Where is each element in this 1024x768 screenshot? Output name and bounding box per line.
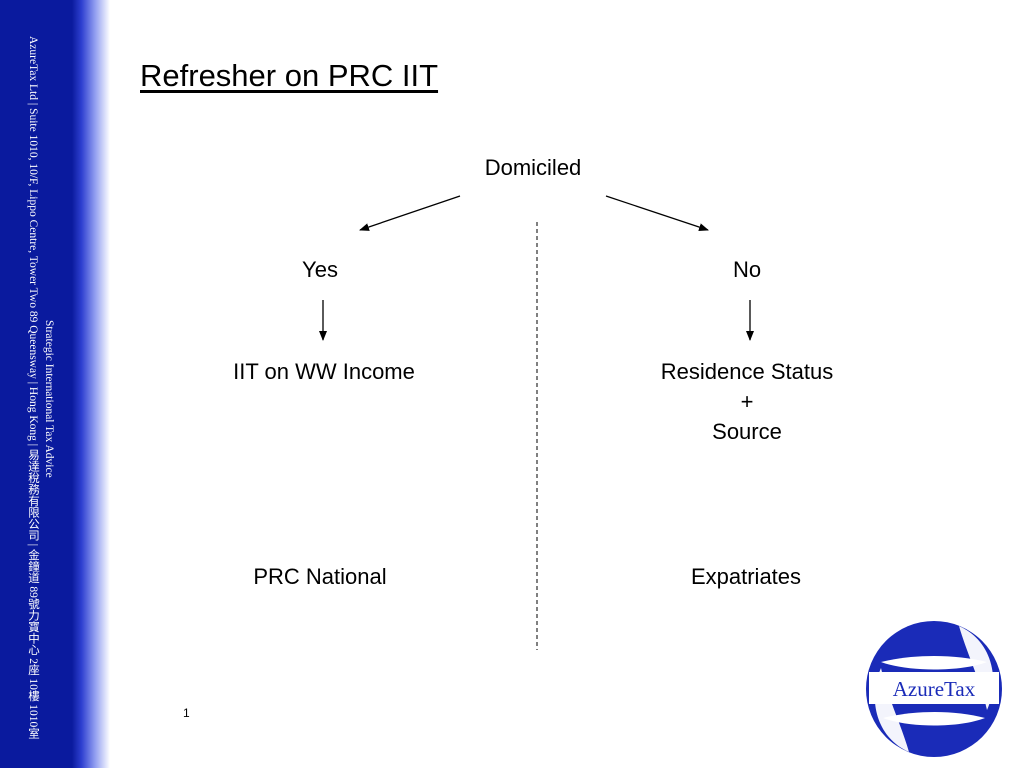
azuretax-logo: AzureTax <box>866 621 1002 757</box>
node-domiciled: Domiciled <box>484 155 582 180</box>
node-iit-ww-income: IIT on WW Income <box>233 359 415 384</box>
plus-sign-text: + <box>740 389 754 414</box>
sidebar-band: AzureTax Ltd | Suite 1010, 10/F, Lippo C… <box>0 0 72 768</box>
page-number: 1 <box>183 706 190 720</box>
residence-status-text: Residence Status <box>660 359 834 384</box>
node-yes: Yes <box>302 257 338 282</box>
label-prc-national: PRC National <box>253 564 387 589</box>
slide-title: Refresher on PRC IIT <box>140 58 439 93</box>
logo-text: AzureTax <box>893 677 976 701</box>
sidebar-gradient-edge <box>72 0 110 768</box>
node-residence-source: Residence Status + Source <box>661 357 833 447</box>
node-no: No <box>732 257 762 282</box>
source-text: Source <box>712 419 782 444</box>
label-expatriates: Expatriates <box>690 564 802 589</box>
arrow-to-no <box>605 195 709 231</box>
arrow-to-yes <box>359 195 461 231</box>
